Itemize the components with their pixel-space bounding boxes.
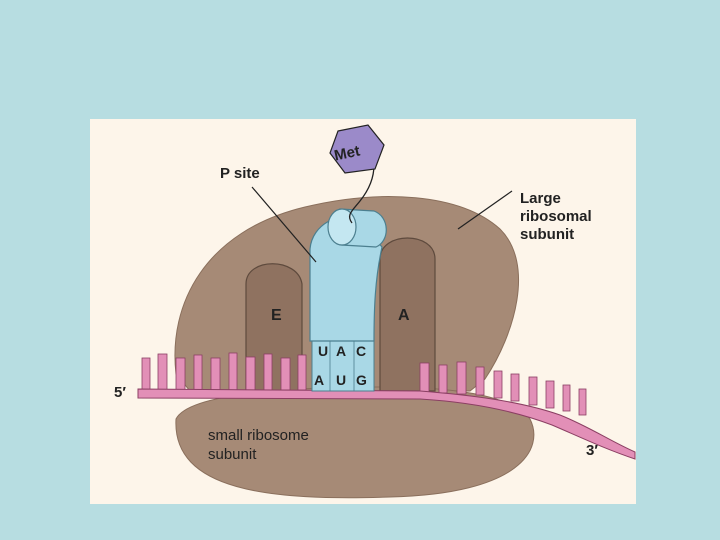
large-subunit-label-line1: Large	[520, 190, 561, 207]
ribosome-diagram: Met P site Large ribosomal subunit E A U…	[114, 124, 636, 499]
small-subunit-label-line1: small ribosome	[208, 427, 309, 444]
diagram-panel: Met P site Large ribosomal subunit E A U…	[90, 119, 636, 504]
p-site-label: P site	[220, 165, 260, 182]
anticodon-base-a: A	[336, 343, 346, 359]
large-subunit-label-line3: subunit	[520, 226, 574, 243]
trna-anticodon-stem	[311, 338, 375, 392]
p-site-leader-line	[251, 186, 317, 263]
met-hexagon-icon	[329, 124, 385, 174]
large-subunit-label-line2: ribosomal	[520, 208, 592, 225]
e-site-label: E	[271, 307, 282, 324]
five-prime-label: 5′	[114, 384, 126, 401]
anticodon-base-u: U	[318, 343, 328, 359]
codon-base-a: A	[314, 372, 324, 388]
small-ribosomal-subunit	[175, 386, 535, 499]
met-linker	[348, 164, 375, 224]
mrna-strand	[137, 388, 636, 460]
met-label: Met	[333, 142, 362, 164]
mrna-bases	[141, 352, 587, 416]
codon-base-g: G	[356, 372, 367, 388]
codon-base-u: U	[336, 372, 346, 388]
small-subunit-label-line2: subunit	[208, 446, 257, 463]
large-subunit-leader-line	[457, 190, 513, 230]
a-site-label: A	[398, 307, 410, 324]
trna-body	[309, 216, 383, 342]
trna-top-cylinder	[327, 208, 387, 248]
anticodon-base-c: C	[356, 343, 366, 359]
three-prime-label: 3′	[586, 442, 598, 459]
